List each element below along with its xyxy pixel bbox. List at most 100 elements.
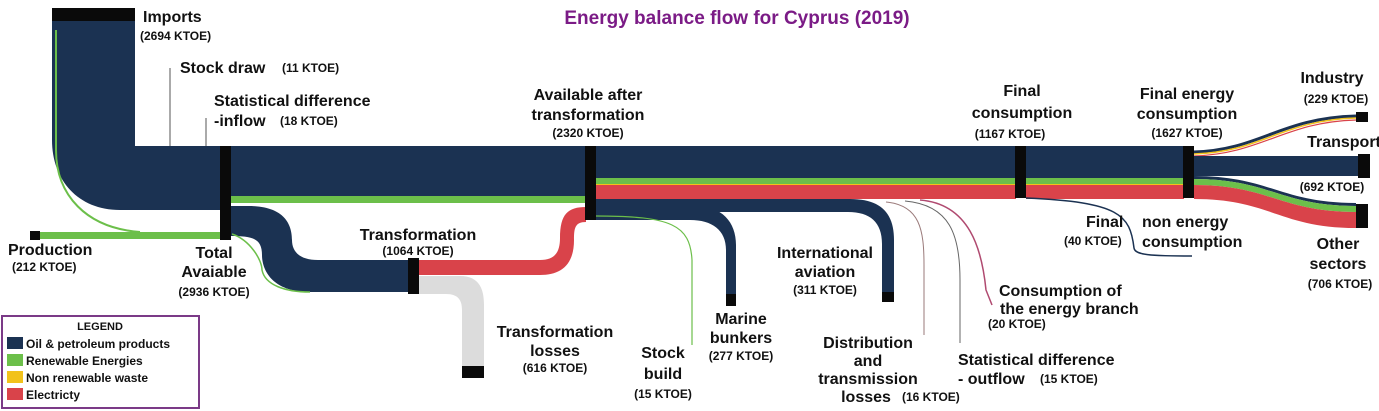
flow-final-non-energy	[1025, 197, 1193, 257]
value-imports: (2694 KTOE)	[140, 29, 211, 43]
flow-distribution-losses	[885, 201, 925, 335]
flow-main-green-1	[230, 196, 586, 203]
label-total-available-1: Total	[195, 245, 232, 262]
label-transformation-losses-1: Transformation	[497, 324, 613, 341]
value-final-consumption: (1167 KTOE)	[975, 127, 1045, 141]
flow-final-green	[1026, 178, 1184, 184]
node-other-sectors	[1356, 204, 1368, 228]
flow-industry-yellow	[1193, 117, 1357, 155]
flow-main-green-2	[596, 178, 1016, 184]
node-final-energy	[1183, 146, 1194, 198]
flow-final-yellow	[1026, 184, 1184, 186]
node-imports	[52, 8, 135, 21]
label-stat-diff-out-1: Statistical difference	[958, 352, 1115, 369]
label-stat-diff-in-2: -inflow	[214, 113, 266, 130]
legend-swatch-oil	[7, 337, 23, 349]
label-stock-build-1: Stock	[641, 345, 685, 362]
flow-production	[40, 232, 226, 239]
legend-swatch-renewable	[7, 354, 23, 366]
legend-swatch-waste	[7, 371, 23, 383]
legend-box	[1, 315, 200, 409]
flow-industry-red	[1193, 119, 1357, 157]
label-marine-bunkers-2: bunkers	[710, 330, 772, 347]
flow-main-oil-2	[596, 146, 1016, 178]
value-stat-diff-out: (15 KTOE)	[1040, 372, 1098, 386]
value-energy-branch: (20 KTOE)	[988, 317, 1046, 331]
value-final-non-energy: (40 KTOE)	[1064, 234, 1122, 248]
label-distribution-1: Distribution	[823, 335, 913, 352]
value-final-energy: (1627 KTOE)	[1151, 126, 1222, 140]
flow-imports	[52, 14, 226, 210]
label-final-non-energy-b1: non energy	[1142, 214, 1228, 231]
value-transformation: (1064 KTOE)	[382, 244, 453, 258]
value-transport: (692 KTOE)	[1300, 180, 1364, 194]
label-total-available-2: Avaiable	[181, 264, 246, 281]
node-transport	[1358, 154, 1370, 178]
value-stock-build: (15 KTOE)	[634, 387, 692, 401]
label-final-energy-1: Final energy	[1140, 86, 1234, 103]
label-imports: Imports	[143, 9, 202, 26]
flow-stock-build	[595, 215, 693, 345]
flow-final-oil	[1026, 146, 1184, 178]
legend-label-electricity: Electricty	[26, 388, 80, 402]
label-transformation-losses-2: losses	[530, 343, 580, 360]
label-international-aviation-1: International	[777, 245, 873, 262]
value-industry: (229 KTOE)	[1304, 92, 1368, 106]
label-marine-bunkers-1: Marine	[715, 311, 767, 328]
flow-other-oil	[1194, 176, 1356, 206]
label-energy-branch-1: Consumption of	[999, 283, 1122, 300]
flow-electricity-from-transformation	[418, 207, 586, 275]
value-total-available: (2936 KTOE)	[178, 285, 249, 299]
node-final-consumption	[1015, 146, 1026, 198]
flow-production-edge	[55, 30, 141, 233]
value-available-after: (2320 KTOE)	[552, 126, 623, 140]
value-production: (212 KTOE)	[12, 260, 76, 274]
node-production	[30, 231, 40, 240]
label-other-sectors-1: Other	[1317, 236, 1360, 253]
node-industry	[1356, 112, 1368, 122]
flow-to-transformation	[230, 206, 412, 292]
label-transformation: Transformation	[360, 227, 476, 244]
flow-other-green	[1194, 179, 1356, 212]
label-energy-branch-2: the energy branch	[1000, 301, 1139, 318]
flow-stat-diff-out	[904, 200, 961, 343]
flow-final-red	[1026, 185, 1184, 199]
label-other-sectors-2: sectors	[1310, 256, 1367, 273]
flow-transformation-losses	[418, 276, 484, 370]
label-final-consumption-1: Final	[1003, 83, 1040, 100]
label-stat-diff-in-1: Statistical difference	[214, 93, 371, 110]
flow-industry	[1193, 114, 1357, 154]
label-stock-draw: Stock draw	[180, 60, 266, 77]
value-international-aviation: (311 KTOE)	[793, 283, 857, 297]
legend-swatch-electricity	[7, 388, 23, 400]
flow-main-yellow-2	[596, 184, 1016, 186]
node-marine-bunkers	[726, 294, 736, 306]
legend-label-oil: Oil & petroleum products	[26, 337, 170, 351]
label-final-non-energy-b2: consumption	[1142, 234, 1242, 251]
node-transformation-losses	[462, 366, 484, 378]
value-distribution-losses: (16 KTOE)	[902, 390, 960, 404]
flow-marine-bunkers	[596, 206, 736, 302]
label-transport: Transport	[1307, 134, 1379, 151]
flow-other-red	[1194, 185, 1356, 228]
flow-transport	[1194, 156, 1358, 176]
flow-main-oil-1	[230, 146, 586, 196]
label-international-aviation-2: aviation	[795, 264, 855, 281]
value-other-sectors: (706 KTOE)	[1308, 277, 1372, 291]
flow-international-aviation	[596, 199, 894, 296]
label-stock-build-2: build	[644, 366, 682, 383]
label-stat-diff-out-2: - outflow	[958, 371, 1025, 388]
label-final-energy-2: consumption	[1137, 106, 1237, 123]
label-available-after-1: Available after	[534, 87, 643, 104]
label-industry: Industry	[1300, 70, 1363, 87]
label-final-non-energy-a: Final	[1086, 214, 1123, 231]
flow-energy-branch	[919, 199, 993, 306]
diagram-title: Energy balance flow for Cyprus (2019)	[564, 8, 909, 29]
legend: LEGEND Oil & petroleum products Renewabl…	[1, 315, 200, 409]
value-stock-draw: (11 KTOE)	[282, 61, 339, 75]
node-total-available	[220, 146, 231, 240]
label-distribution-4: losses	[841, 389, 891, 406]
node-available-after	[585, 146, 596, 220]
